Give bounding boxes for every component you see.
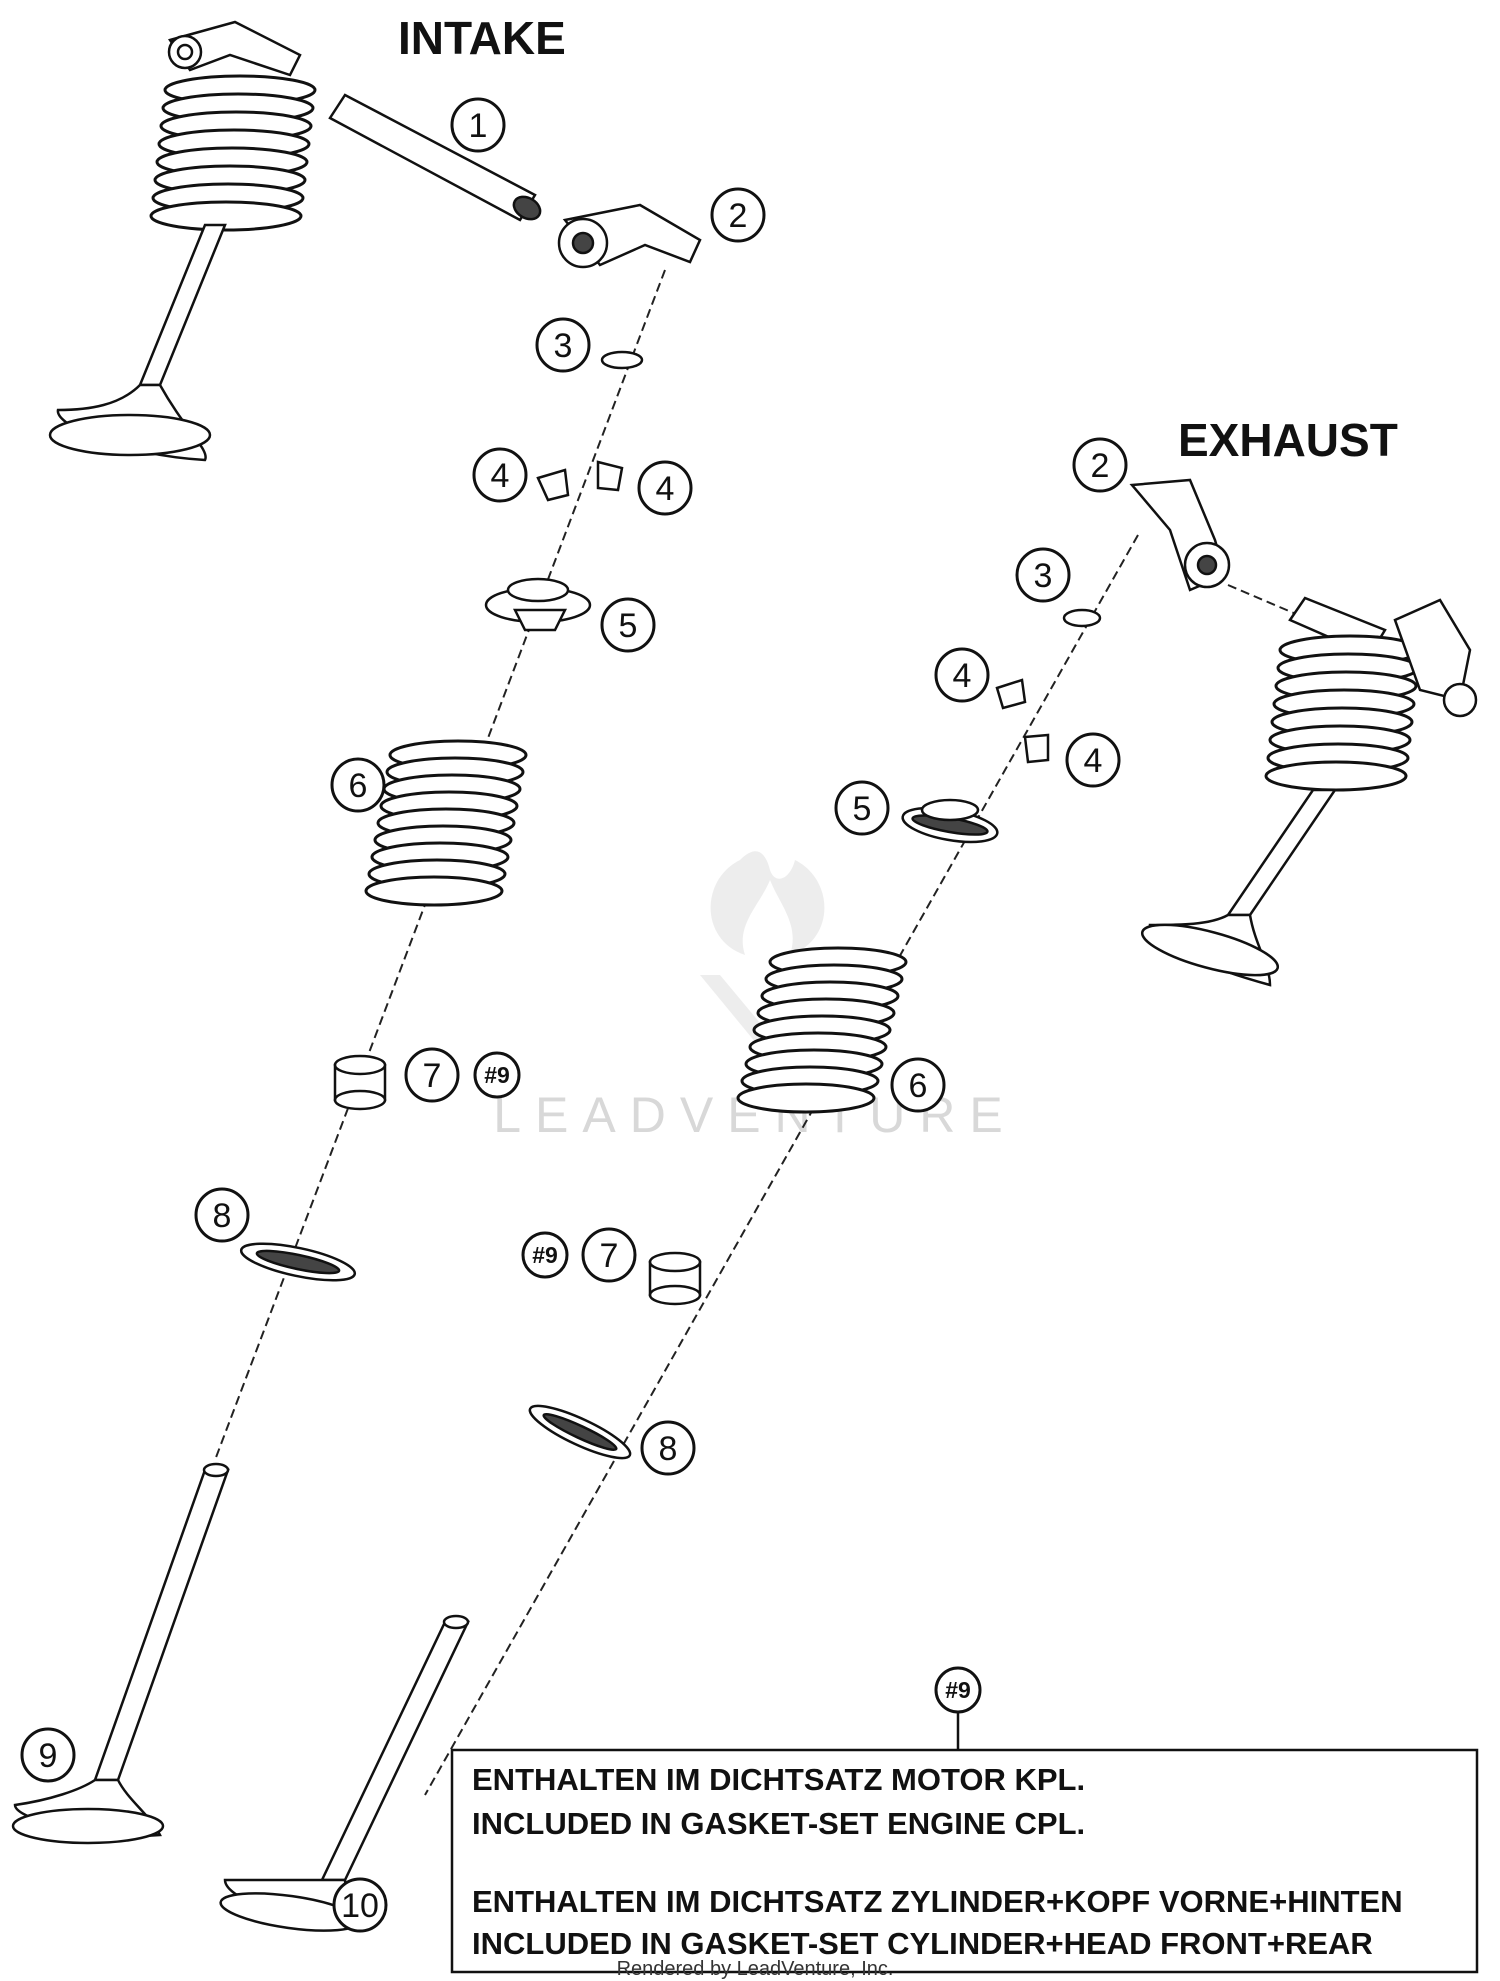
svg-text:6: 6 [349,767,368,805]
render-credit: Rendered by LeadVenture, Inc. [617,1958,894,1980]
callout-4-exhaust-right: 4 [1065,732,1121,788]
rocker-arm-shaft [328,93,542,222]
intake-rocker-arm [557,203,702,269]
note-box: #9 ENTHALTEN IM DICHTSATZ MOTOR KPL. INC… [450,1666,1479,1974]
svg-text:#9: #9 [532,1242,558,1268]
intake-valve [11,1462,230,1845]
note-line-3: ENTHALTEN IM DICHTSATZ ZYLINDER+KOPF VOR… [472,1884,1403,1919]
callout-10: 10 [332,1877,388,1933]
svg-text:7: 7 [600,1237,619,1275]
note-ref-9: #9 [934,1666,982,1714]
exhaust-valve-shim [1062,608,1102,628]
svg-text:2: 2 [1091,447,1110,485]
note-line-2: INCLUDED IN GASKET-SET ENGINE CPL. [472,1806,1085,1841]
callout-7-exhaust: 7 [581,1227,637,1283]
callout-8-exhaust: 8 [640,1420,696,1476]
callout-2-intake: 2 [710,187,766,243]
note-line-4: INCLUDED IN GASKET-SET CYLINDER+HEAD FRO… [472,1926,1373,1961]
intake-spring-seat [239,1242,357,1282]
intake-valve-shim [600,350,644,370]
svg-text:8: 8 [213,1197,232,1235]
exhaust-valve-spring [736,946,908,1114]
callout-4-intake-left: 4 [472,447,528,503]
exhaust-title: EXHAUST [1178,414,1398,466]
svg-text:7: 7 [423,1057,442,1095]
exhaust-spring-retainer [901,798,999,844]
svg-text:10: 10 [341,1887,379,1925]
svg-text:5: 5 [853,790,872,828]
intake-spring-retainer [484,577,592,632]
svg-text:3: 3 [554,327,573,365]
callout-7-intake: 7 [404,1047,460,1103]
callout-4-intake-right: 4 [637,460,693,516]
svg-text:4: 4 [1084,742,1103,780]
exhaust-spring-seat [528,1404,632,1460]
svg-text:5: 5 [619,607,638,645]
svg-text:6: 6 [909,1067,928,1105]
callout-5-exhaust: 5 [834,780,890,836]
callout-6-exhaust: 6 [890,1057,946,1113]
exhaust-assembled-preview [1140,596,1478,987]
callout-4-exhaust-left: 4 [934,647,990,703]
exhaust-valve [219,1614,470,1932]
svg-text:4: 4 [656,470,675,508]
callout-6-intake: 6 [330,757,386,813]
intake-title: INTAKE [398,12,566,64]
svg-text:#9: #9 [484,1062,510,1088]
callout-ref-9-exhaust: #9 [521,1231,569,1279]
svg-text:1: 1 [469,107,488,145]
exhaust-valve-keepers [995,678,1050,764]
intake-valve-keepers [536,460,624,502]
callout-2-exhaust: 2 [1072,437,1128,493]
callout-ref-9-intake: #9 [473,1051,521,1099]
callout-1: 1 [450,97,506,153]
svg-text:4: 4 [953,657,972,695]
exhaust-rocker-arm [1129,478,1231,592]
callout-5-intake: 5 [600,597,656,653]
svg-text:8: 8 [659,1430,678,1468]
svg-text:2: 2 [729,197,748,235]
svg-text:9: 9 [39,1737,58,1775]
intake-preview-spring [149,74,317,232]
callout-3-exhaust: 3 [1015,547,1071,603]
intake-valve-spring [364,739,528,907]
svg-text:4: 4 [491,457,510,495]
callout-8-intake: 8 [194,1187,250,1243]
intake-assembled-preview [48,20,317,462]
callout-3-intake: 3 [535,317,591,373]
intake-valve-stem-seal [333,1054,387,1111]
note-line-1: ENTHALTEN IM DICHTSATZ MOTOR KPL. [472,1762,1085,1797]
svg-text:3: 3 [1034,557,1053,595]
exhaust-explode-axis [424,534,1139,1796]
callout-9: 9 [20,1727,76,1783]
svg-text:#9: #9 [945,1677,971,1703]
exhaust-valve-stem-seal [648,1251,702,1306]
